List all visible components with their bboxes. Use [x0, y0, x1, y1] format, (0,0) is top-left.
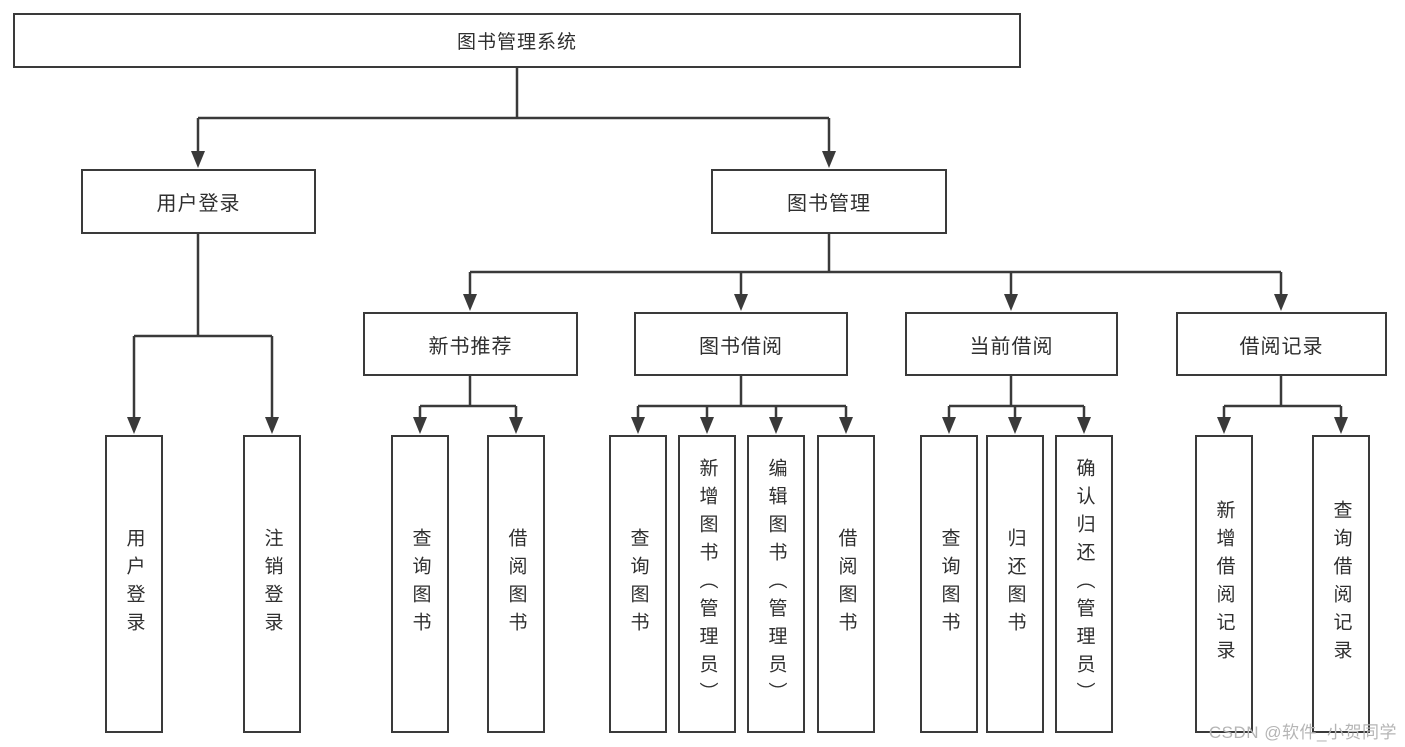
leaf-edit-books-admin: 编辑图书（管理员）: [747, 435, 805, 733]
node-root-library-management-system: 图书管理系统: [13, 13, 1021, 68]
leaf-query-books-current: 查询图书: [920, 435, 978, 733]
leaf-logout: 注销登录: [243, 435, 301, 733]
node-label: 图书管理系统: [456, 32, 577, 53]
leaf-query-borrow-record: 查询借阅记录: [1312, 435, 1370, 733]
node-label: 查询图书: [627, 528, 649, 640]
csdn-watermark: CSDN @软件_小贺同学: [1208, 723, 1397, 742]
node-label: 新书推荐: [428, 335, 513, 358]
node-label: 借阅图书: [505, 528, 527, 640]
node-label: 借阅图书: [835, 528, 857, 640]
leaf-user-login: 用户登录: [105, 435, 163, 733]
leaf-return-books: 归还图书: [986, 435, 1044, 733]
node-new-book-recommend: 新书推荐: [363, 312, 578, 376]
leaf-query-books-borrow: 查询图书: [609, 435, 667, 733]
node-label: 图书借阅: [699, 335, 783, 358]
node-borrow-records: 借阅记录: [1176, 312, 1387, 376]
node-book-borrow: 图书借阅: [634, 312, 848, 376]
leaf-add-borrow-record: 新增借阅记录: [1195, 435, 1253, 733]
node-label: 查询借阅记录: [1330, 500, 1352, 668]
node-user-login-branch: 用户登录: [81, 169, 316, 234]
node-label: 借阅记录: [1239, 335, 1324, 358]
node-label: 新增图书（管理员）: [696, 458, 718, 710]
leaf-confirm-return-admin: 确认归还（管理员）: [1055, 435, 1113, 733]
node-book-management-branch: 图书管理: [711, 169, 947, 234]
node-label: 编辑图书（管理员）: [765, 458, 787, 710]
node-label: 新增借阅记录: [1213, 500, 1235, 668]
node-label: 当前借阅: [969, 335, 1054, 358]
leaf-query-books-recommend: 查询图书: [391, 435, 449, 733]
node-label: 注销登录: [261, 528, 283, 640]
node-label: 归还图书: [1004, 528, 1026, 640]
leaf-add-books-admin: 新增图书（管理员）: [678, 435, 736, 733]
leaf-borrow-books-recommend: 借阅图书: [487, 435, 545, 733]
node-label: 用户登录: [156, 193, 241, 215]
node-label: 用户登录: [123, 528, 145, 640]
node-label: 查询图书: [938, 528, 960, 640]
node-current-borrow: 当前借阅: [905, 312, 1118, 376]
node-label: 确认归还（管理员）: [1073, 458, 1095, 710]
node-label: 图书管理: [787, 193, 871, 215]
node-label: 查询图书: [409, 528, 431, 640]
leaf-borrow-books: 借阅图书: [817, 435, 875, 733]
